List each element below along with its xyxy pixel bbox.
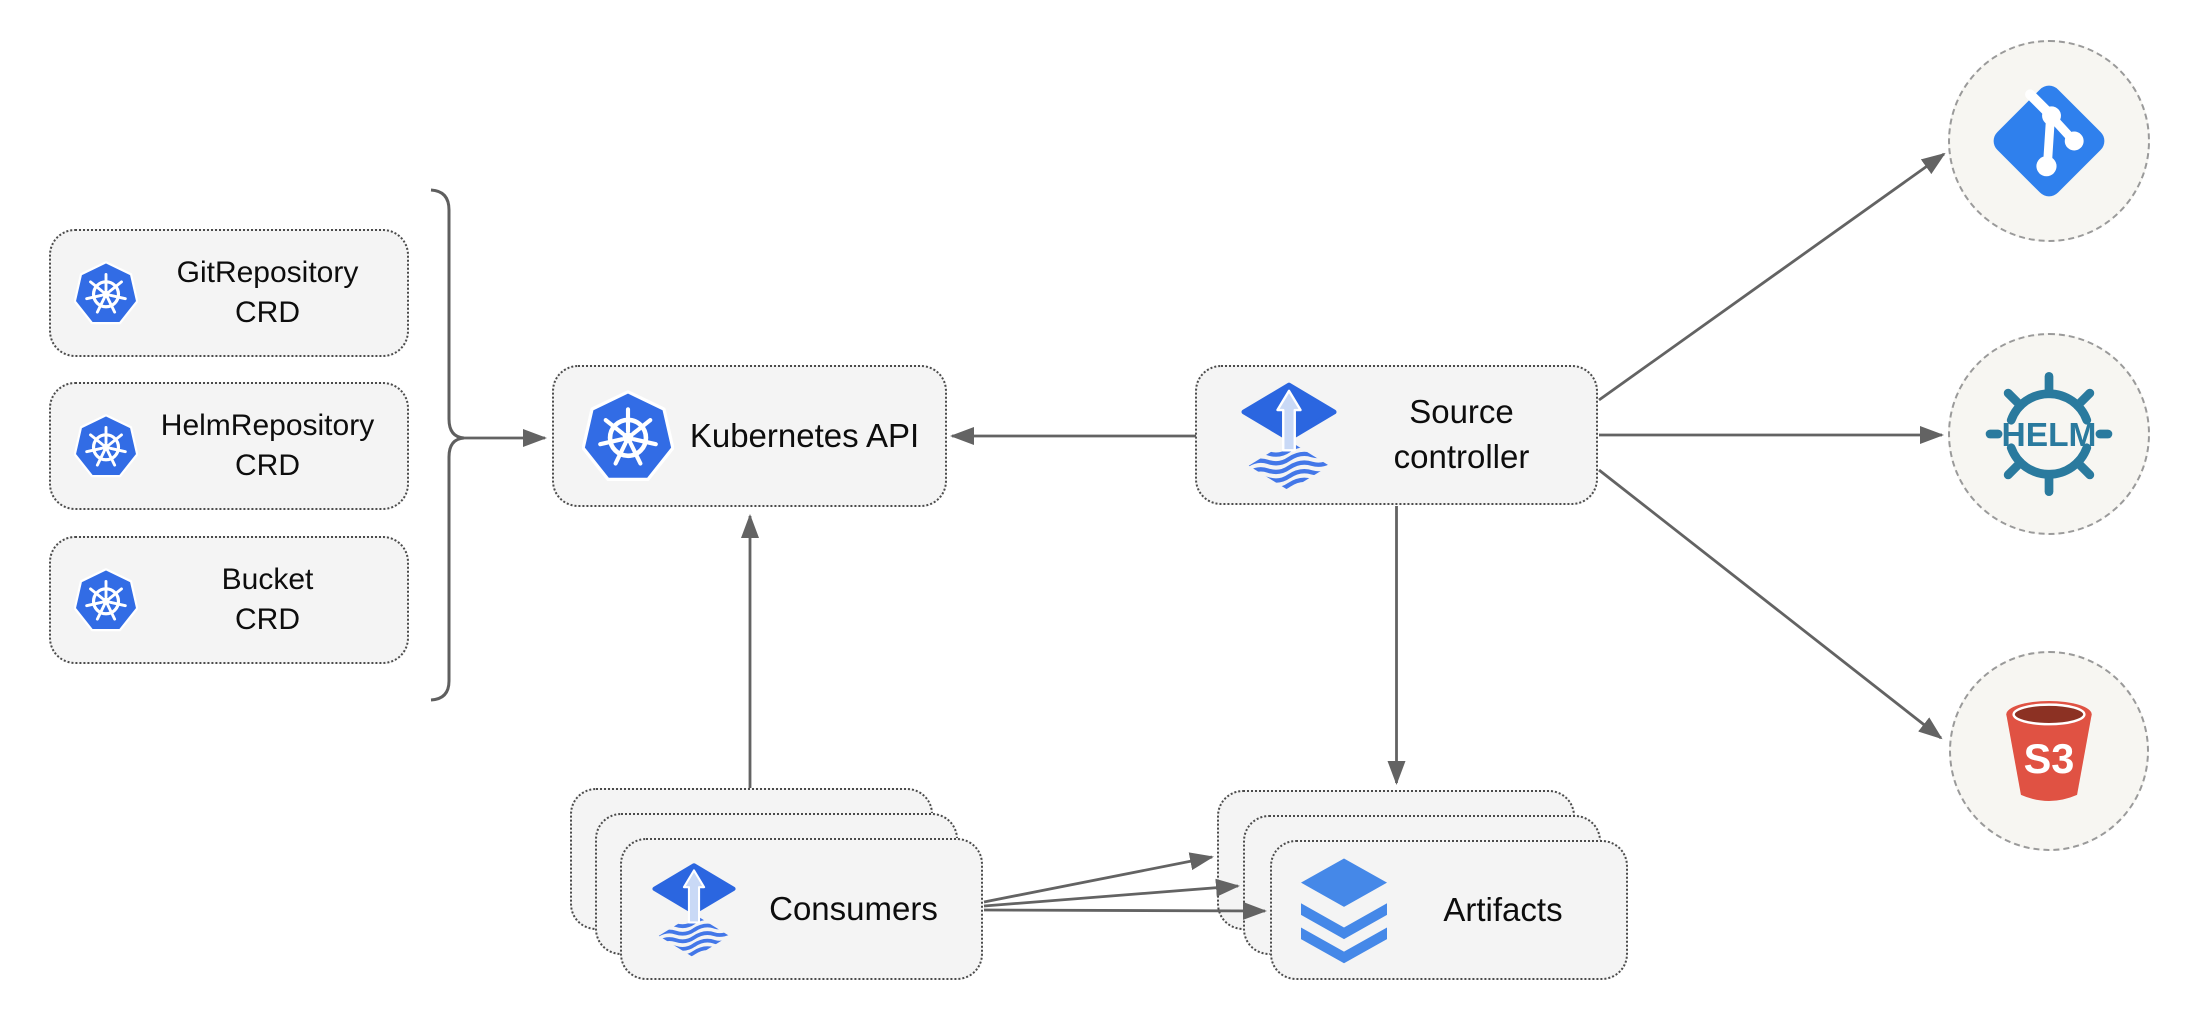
arrow-consumers-to-artifacts-2: [983, 878, 1240, 908]
helm-wheel-icon: HELM: [1985, 372, 2113, 496]
node-label-line: CRD: [235, 603, 300, 636]
kubernetes-icon: [74, 567, 138, 633]
endpoint-s3-circle: S3: [1949, 651, 2149, 851]
node-source-controller-label: Source controller: [1337, 390, 1596, 479]
node-consumers-label: Consumers: [769, 889, 938, 927]
node-consumers: Consumers: [620, 838, 983, 980]
node-gitrepository-crd: GitRepository CRD: [49, 229, 409, 357]
node-kubernetes-api-label: Kubernetes API: [689, 416, 920, 454]
arrow-source-to-s3: [1598, 468, 1943, 740]
endpoint-helm-circle: HELM: [1948, 333, 2150, 535]
node-artifacts: Artifacts: [1270, 840, 1628, 980]
node-gitrepository-crd-label: GitRepository CRD: [138, 253, 407, 334]
artifacts-layers-icon: [1298, 854, 1390, 966]
endpoint-git-circle: [1948, 40, 2150, 242]
node-label-line: Source: [1409, 393, 1514, 431]
s3-bucket-icon: S3: [2006, 700, 2092, 802]
node-label-line: CRD: [235, 449, 300, 482]
node-label-line: HelmRepository: [160, 408, 375, 442]
kubernetes-icon: [74, 260, 138, 326]
kubernetes-icon: [74, 413, 138, 479]
node-kubernetes-api: Kubernetes API: [552, 365, 947, 507]
flux-icon: [1241, 377, 1337, 493]
node-label-line: Bucket: [221, 562, 314, 596]
s3-label: S3: [2024, 735, 2075, 782]
node-bucket-crd: Bucket CRD: [49, 536, 409, 664]
node-label-line: controller: [1393, 438, 1530, 475]
git-icon: [1993, 85, 2105, 197]
arrow-source-to-git: [1598, 152, 1946, 402]
flux-icon: [652, 857, 736, 961]
node-label-line: CRD: [235, 296, 300, 329]
node-artifacts-label: Artifacts: [1443, 890, 1563, 928]
node-helmrepository-crd-label: HelmRepository CRD: [138, 406, 407, 487]
kubernetes-icon: [582, 388, 674, 484]
node-bucket-crd-label: Bucket CRD: [138, 560, 407, 641]
crd-group-brace: [430, 188, 465, 702]
node-helmrepository-crd: HelmRepository CRD: [49, 382, 409, 510]
arrow-consumers-to-artifacts-1: [983, 852, 1214, 904]
helm-label: HELM: [2002, 417, 2097, 454]
node-label-line: GitRepository: [176, 255, 359, 289]
node-source-controller: Source controller: [1195, 365, 1598, 505]
